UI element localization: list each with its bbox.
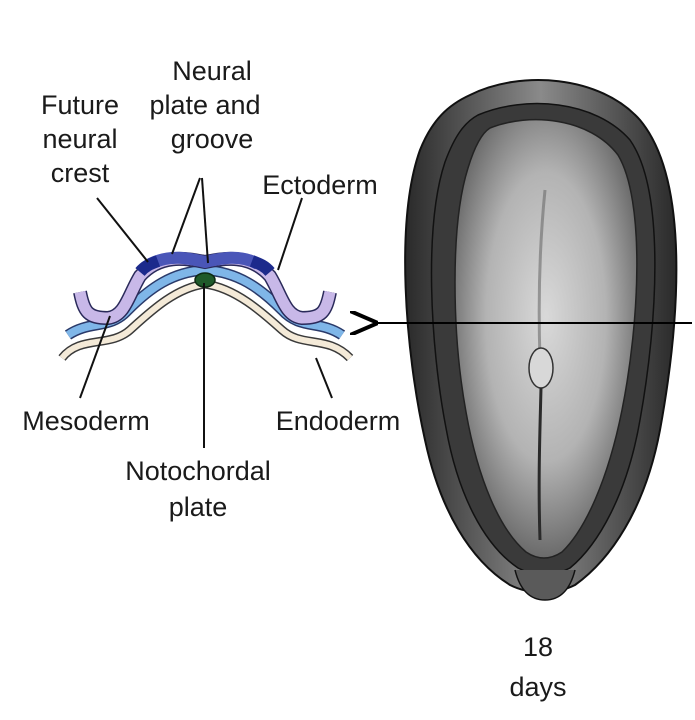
neural-groove (537, 189, 547, 361)
leader-mesoderm (79, 315, 111, 399)
neural-crest-left (135, 255, 161, 277)
connecting-stalk (514, 569, 576, 601)
leader-neural-plate-a (171, 177, 201, 255)
leader-lines (79, 177, 333, 448)
label-future-crest-3: crest (51, 158, 110, 188)
neural-plate (147, 251, 261, 270)
neural-crest-right (249, 255, 275, 277)
leader-ectoderm (277, 197, 303, 271)
primitive-node (528, 347, 554, 389)
label-future-crest-2: neural (42, 124, 117, 154)
label-future-crest-1: Future (41, 90, 119, 120)
label-mesoderm: Mesoderm (22, 406, 150, 436)
days-label: days (509, 672, 566, 702)
label-notochordal-1: Notochordal (125, 456, 271, 486)
label-ectoderm: Ectoderm (262, 170, 378, 200)
leader-neural-plate-b (201, 177, 209, 264)
label-notochordal-2: plate (169, 492, 228, 522)
primitive-streak (537, 387, 543, 541)
days-number: 18 (523, 632, 553, 662)
label-neural-plate-1: Neural (172, 56, 252, 86)
leader-endoderm (315, 357, 333, 399)
label-neural-plate-2: plate and (149, 90, 260, 120)
leader-neural-crest (96, 197, 149, 263)
label-endoderm: Endoderm (276, 406, 401, 436)
label-neural-plate-3: groove (171, 124, 254, 154)
embryonic-disc (454, 118, 638, 559)
embryo-illustration (404, 79, 678, 601)
cross-section (58, 251, 354, 362)
